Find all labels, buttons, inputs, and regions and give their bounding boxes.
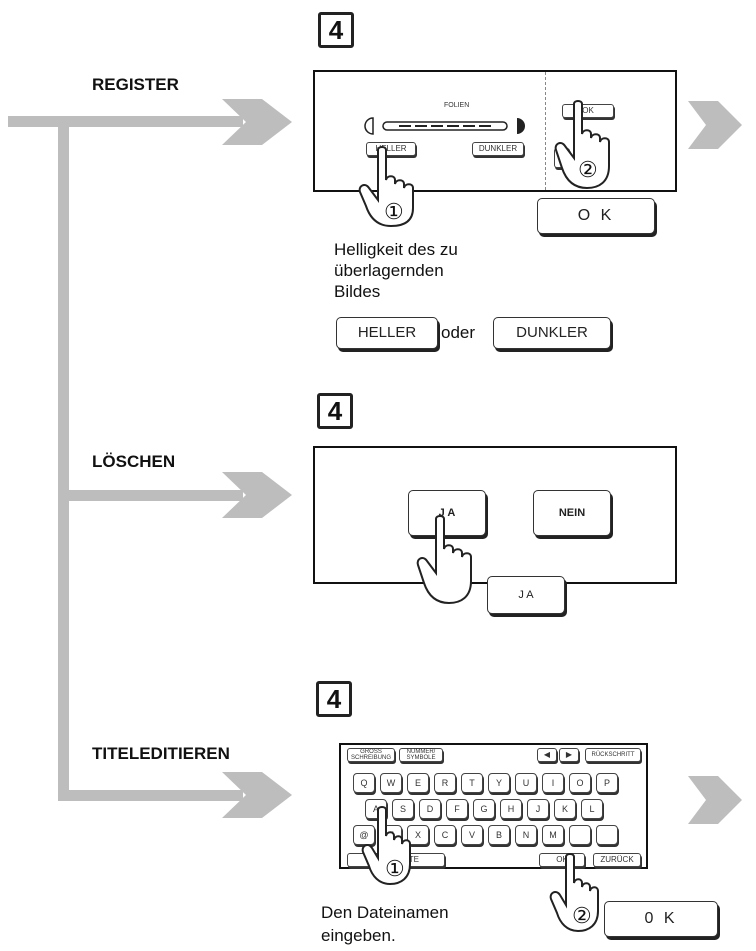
marker-2: ②	[572, 903, 592, 928]
key-u[interactable]: U	[515, 773, 537, 793]
key-n[interactable]: N	[515, 825, 537, 845]
cursor-left-icon[interactable]: ◀	[537, 748, 557, 762]
key-g[interactable]: G	[473, 799, 495, 819]
ok-button[interactable]: 0 K	[604, 901, 718, 937]
screen-nein-button[interactable]: NEIN	[533, 490, 611, 536]
key-t[interactable]: T	[461, 773, 483, 793]
arrow-titel	[222, 772, 292, 818]
key-i[interactable]: I	[542, 773, 564, 793]
key-q[interactable]: Q	[353, 773, 375, 793]
key-r[interactable]: R	[434, 773, 456, 793]
connector-middle-line	[58, 490, 243, 501]
key-m[interactable]: M	[542, 825, 564, 845]
key-o[interactable]: O	[569, 773, 591, 793]
cursor-right-icon[interactable]: ▶	[559, 748, 579, 762]
pointing-hand-icon	[549, 853, 599, 933]
key-blank[interactable]	[569, 825, 591, 845]
caption-line-2: überlagernden	[334, 261, 444, 280]
key-j[interactable]: J	[527, 799, 549, 819]
key-e[interactable]: E	[407, 773, 429, 793]
key-@[interactable]: @	[353, 825, 375, 845]
key-v[interactable]: V	[461, 825, 483, 845]
arrow-register-next	[688, 101, 742, 149]
key-c[interactable]: C	[434, 825, 456, 845]
key-f[interactable]: F	[446, 799, 468, 819]
connector-bottom-line	[58, 790, 243, 801]
key-x[interactable]: X	[407, 825, 429, 845]
caption-line-2: eingeben.	[321, 926, 396, 945]
heller-button[interactable]: HELLER	[336, 317, 438, 349]
ja-button[interactable]: J A	[487, 576, 565, 614]
arrow-register	[222, 99, 292, 145]
step-number-register: 4	[318, 12, 354, 48]
marker-1: ①	[385, 856, 405, 881]
key-d[interactable]: D	[419, 799, 441, 819]
zurueck-button[interactable]: ZURÜCK	[593, 853, 641, 867]
screen-divider	[545, 72, 546, 190]
marker-2: ②	[578, 157, 598, 182]
key-p[interactable]: P	[596, 773, 618, 793]
key-b[interactable]: B	[488, 825, 510, 845]
screen-caption-folien: FOLIEN	[444, 102, 470, 109]
caption-line-3: Bildes	[334, 282, 381, 301]
label-register: REGISTER	[92, 75, 179, 94]
key-blank[interactable]	[596, 825, 618, 845]
connector-top-line	[8, 116, 243, 127]
numbers-symbols-button[interactable]: NUMMER/ SYMBOLE	[399, 748, 443, 762]
brightness-slider[interactable]	[363, 115, 531, 137]
marker-1: ①	[384, 199, 404, 224]
oder-text: oder	[441, 323, 476, 342]
backspace-button[interactable]: RÜCKSCHRITT	[585, 748, 641, 762]
arrow-titel-next	[688, 776, 742, 824]
pointing-hand-icon	[416, 515, 472, 605]
key-l[interactable]: L	[581, 799, 603, 819]
caption-line-1: Den Dateinamen	[321, 903, 449, 922]
step-number-titel: 4	[316, 681, 352, 717]
key-s[interactable]: S	[392, 799, 414, 819]
label-loeschen: LÖSCHEN	[92, 452, 176, 471]
screen-dunkler-button[interactable]: DUNKLER	[472, 142, 524, 156]
step-number-loeschen: 4	[317, 393, 353, 429]
dunkler-button[interactable]: DUNKLER	[493, 317, 611, 349]
key-h[interactable]: H	[500, 799, 522, 819]
label-titel: TITELEDITIEREN	[92, 744, 230, 763]
arrow-loeschen	[222, 472, 292, 518]
upper-case-button[interactable]: GROSS SCHREIBUNG	[347, 748, 395, 762]
pointing-hand-icon	[358, 146, 414, 228]
key-k[interactable]: K	[554, 799, 576, 819]
key-y[interactable]: Y	[488, 773, 510, 793]
screen-ja-button[interactable]: J A	[408, 490, 486, 536]
connector-vertical-line	[58, 116, 69, 801]
pointing-hand-icon	[554, 100, 610, 190]
caption-line-1: Helligkeit des zu	[334, 240, 458, 259]
pointing-hand-icon	[361, 806, 411, 886]
ok-button[interactable]: O K	[537, 198, 655, 234]
screen-loeschen: J A NEIN	[313, 446, 677, 584]
key-w[interactable]: W	[380, 773, 402, 793]
screen-register: FOLIEN HELLER DUNKLER OK	[313, 70, 677, 192]
